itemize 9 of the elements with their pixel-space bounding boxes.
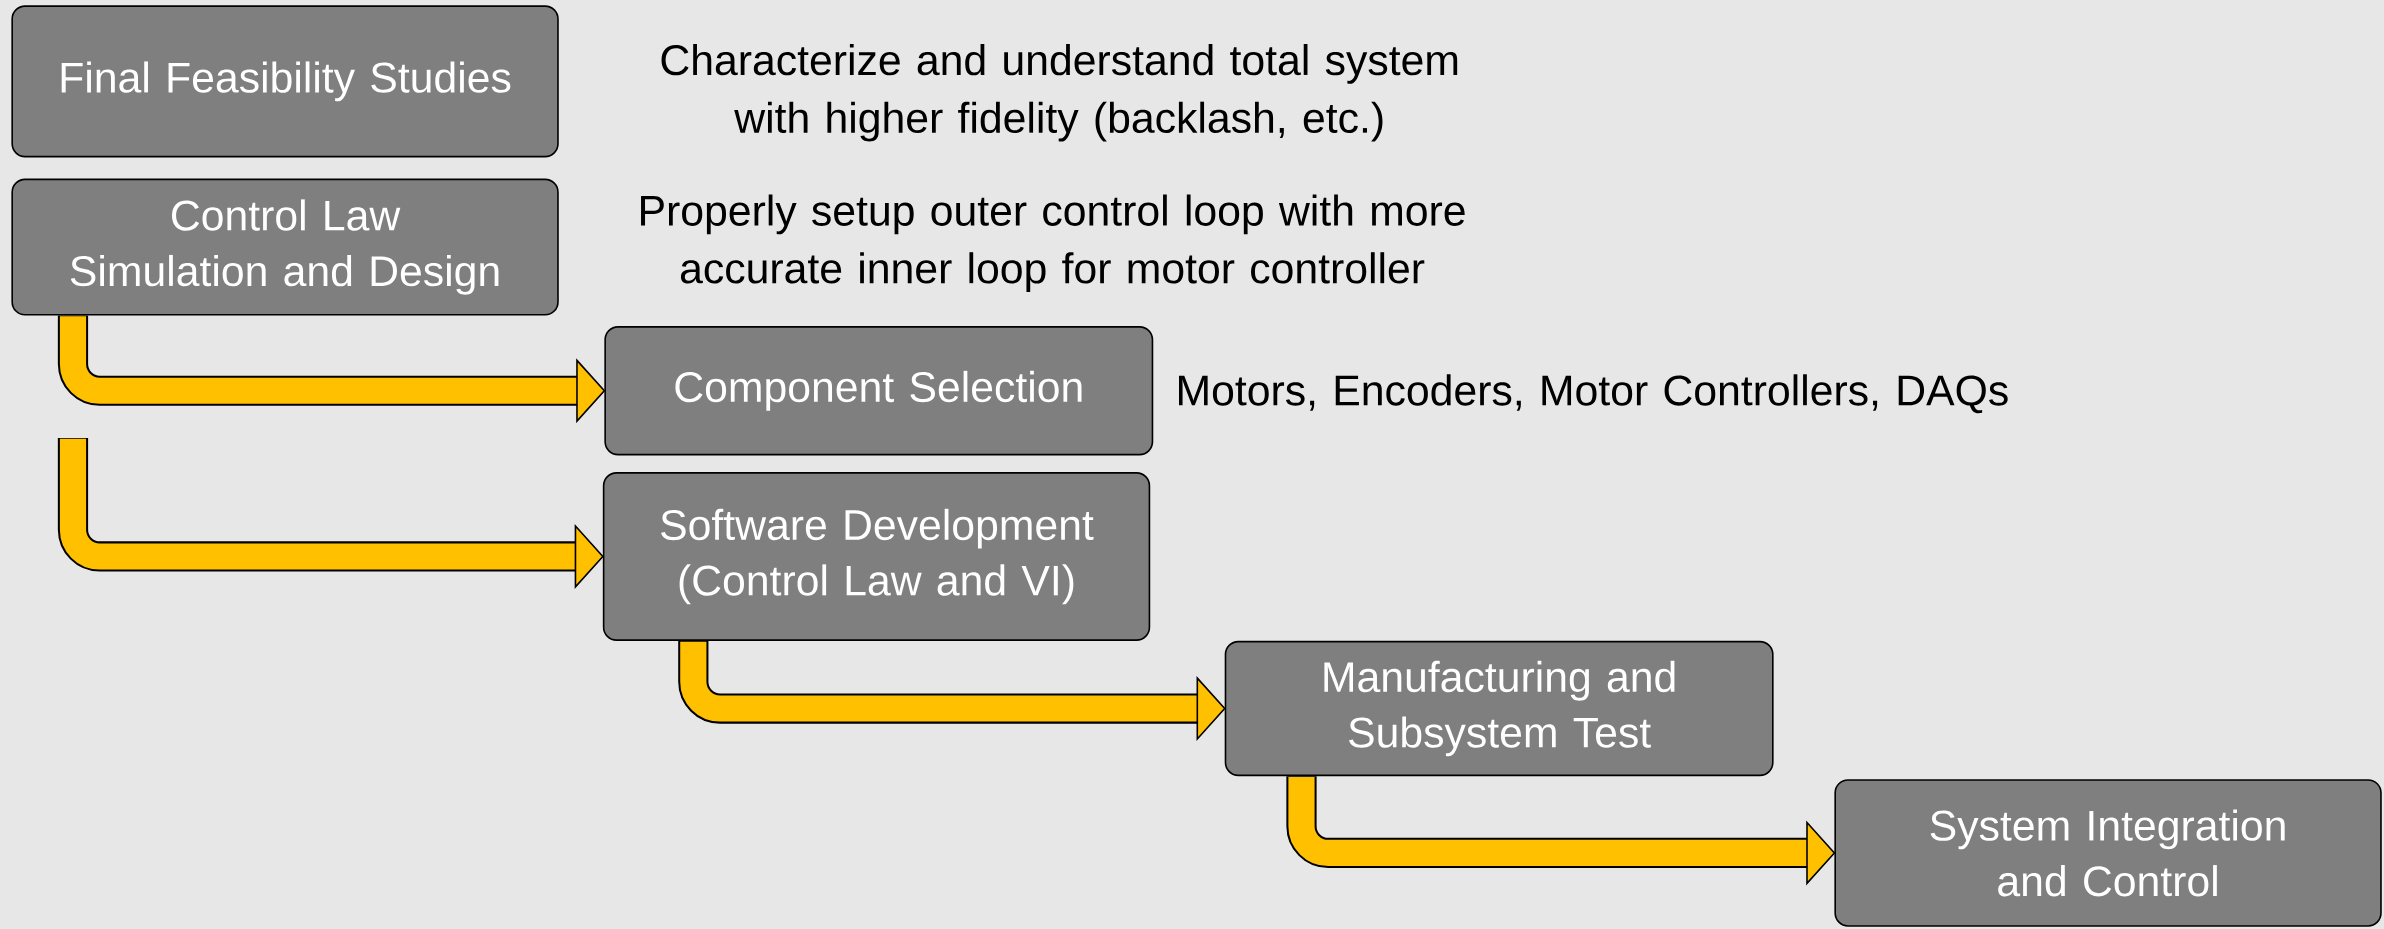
process-box: System Integration and Control <box>1834 779 2382 927</box>
process-box: Manufacturing and Subsystem Test <box>1224 640 1774 777</box>
process-box: Control Law Simulation and Design <box>11 178 559 316</box>
process-box: Software Development (Control Law and VI) <box>602 472 1151 641</box>
process-box: Component Selection <box>604 326 1154 456</box>
description-text: Motors, Encoders, Motor Controllers, DAQs <box>1179 374 2008 414</box>
description-text: Properly setup outer control loop with more accurate inner loop for motor controller <box>641 194 1465 293</box>
description-text: Characterize and understand total system with higher fidelity (backlash, etc.) <box>661 44 1458 142</box>
process-box: Final Feasibility Studies <box>11 5 559 158</box>
